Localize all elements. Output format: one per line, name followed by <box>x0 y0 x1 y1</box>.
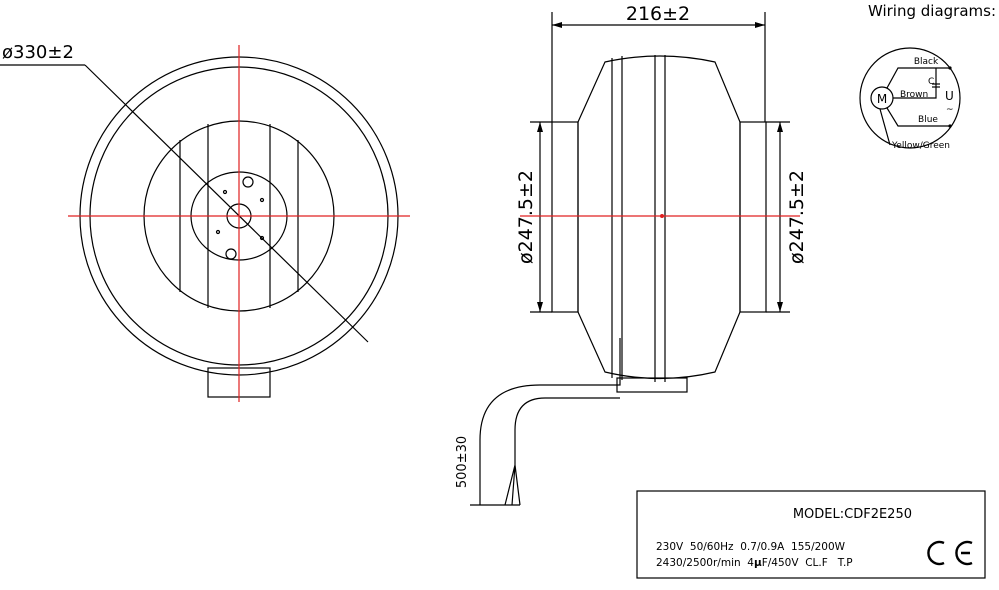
wiring-title: Wiring diagrams: <box>868 2 996 20</box>
fan-body <box>577 55 741 380</box>
side-view: 216±2 ø247.5±2 ø247.5±2 500±30 <box>455 3 808 506</box>
screw-top <box>242 176 254 188</box>
terminal-dot <box>948 124 952 128</box>
ac-symbol: ~ <box>946 105 954 115</box>
spec-line-2: 2430/2500r/min 4μF/450V CL.F T.P <box>656 557 853 569</box>
wiring-outer-circle <box>859 47 961 149</box>
wiring-diagram: Wiring diagrams: M Black Brown Blue Yell… <box>859 2 996 151</box>
left-inlet-label: ø247.5±2 <box>515 170 537 264</box>
body-ribs <box>611 55 666 382</box>
right-inlet <box>739 121 767 313</box>
left-inlet <box>551 121 579 313</box>
voltage-label: U <box>945 89 954 103</box>
spec-line-2-capacitor: F/450V CL.F T.P <box>762 557 853 569</box>
cable-length-label: 500±30 <box>455 436 470 488</box>
mount-hole <box>259 197 265 203</box>
spec-line-2-speed: 2430/2500r/min 4 <box>656 557 754 569</box>
terminal-dot <box>948 66 952 70</box>
mount-hole <box>259 235 265 241</box>
front-view: ø330±2 <box>0 42 410 402</box>
diameter-leader-line <box>84 64 369 343</box>
diameter-label: ø330±2 <box>2 42 74 63</box>
motor-label: M <box>877 92 887 106</box>
spec-line-2-mu: μ <box>754 557 762 569</box>
center-point <box>660 214 664 218</box>
wire-label-blue: Blue <box>918 115 938 125</box>
nameplate-box <box>636 490 986 579</box>
screw-bottom <box>225 248 237 260</box>
cable-outer <box>479 338 621 505</box>
spec-line-1: 230V 50/60Hz 0.7/0.9A 155/200W <box>656 541 846 553</box>
cable-gland <box>616 377 688 393</box>
nameplate: MODEL:CDF2E250 230V 50/60Hz 0.7/0.9A 155… <box>636 490 986 579</box>
ce-mark <box>927 540 973 566</box>
wire-label-yellow-green: Yellow/Green <box>891 141 950 151</box>
wire-label-black: Black <box>914 57 939 67</box>
wires <box>879 67 950 146</box>
width-label: 216±2 <box>626 3 690 25</box>
right-inlet-label: ø247.5±2 <box>786 170 808 264</box>
capacitor-label: C <box>928 77 934 87</box>
model-label: MODEL:CDF2E250 <box>793 507 912 522</box>
mount-hole <box>215 229 221 235</box>
cable-inner <box>504 397 620 506</box>
mount-hole <box>222 189 228 195</box>
wire-label-brown: Brown <box>900 90 928 100</box>
